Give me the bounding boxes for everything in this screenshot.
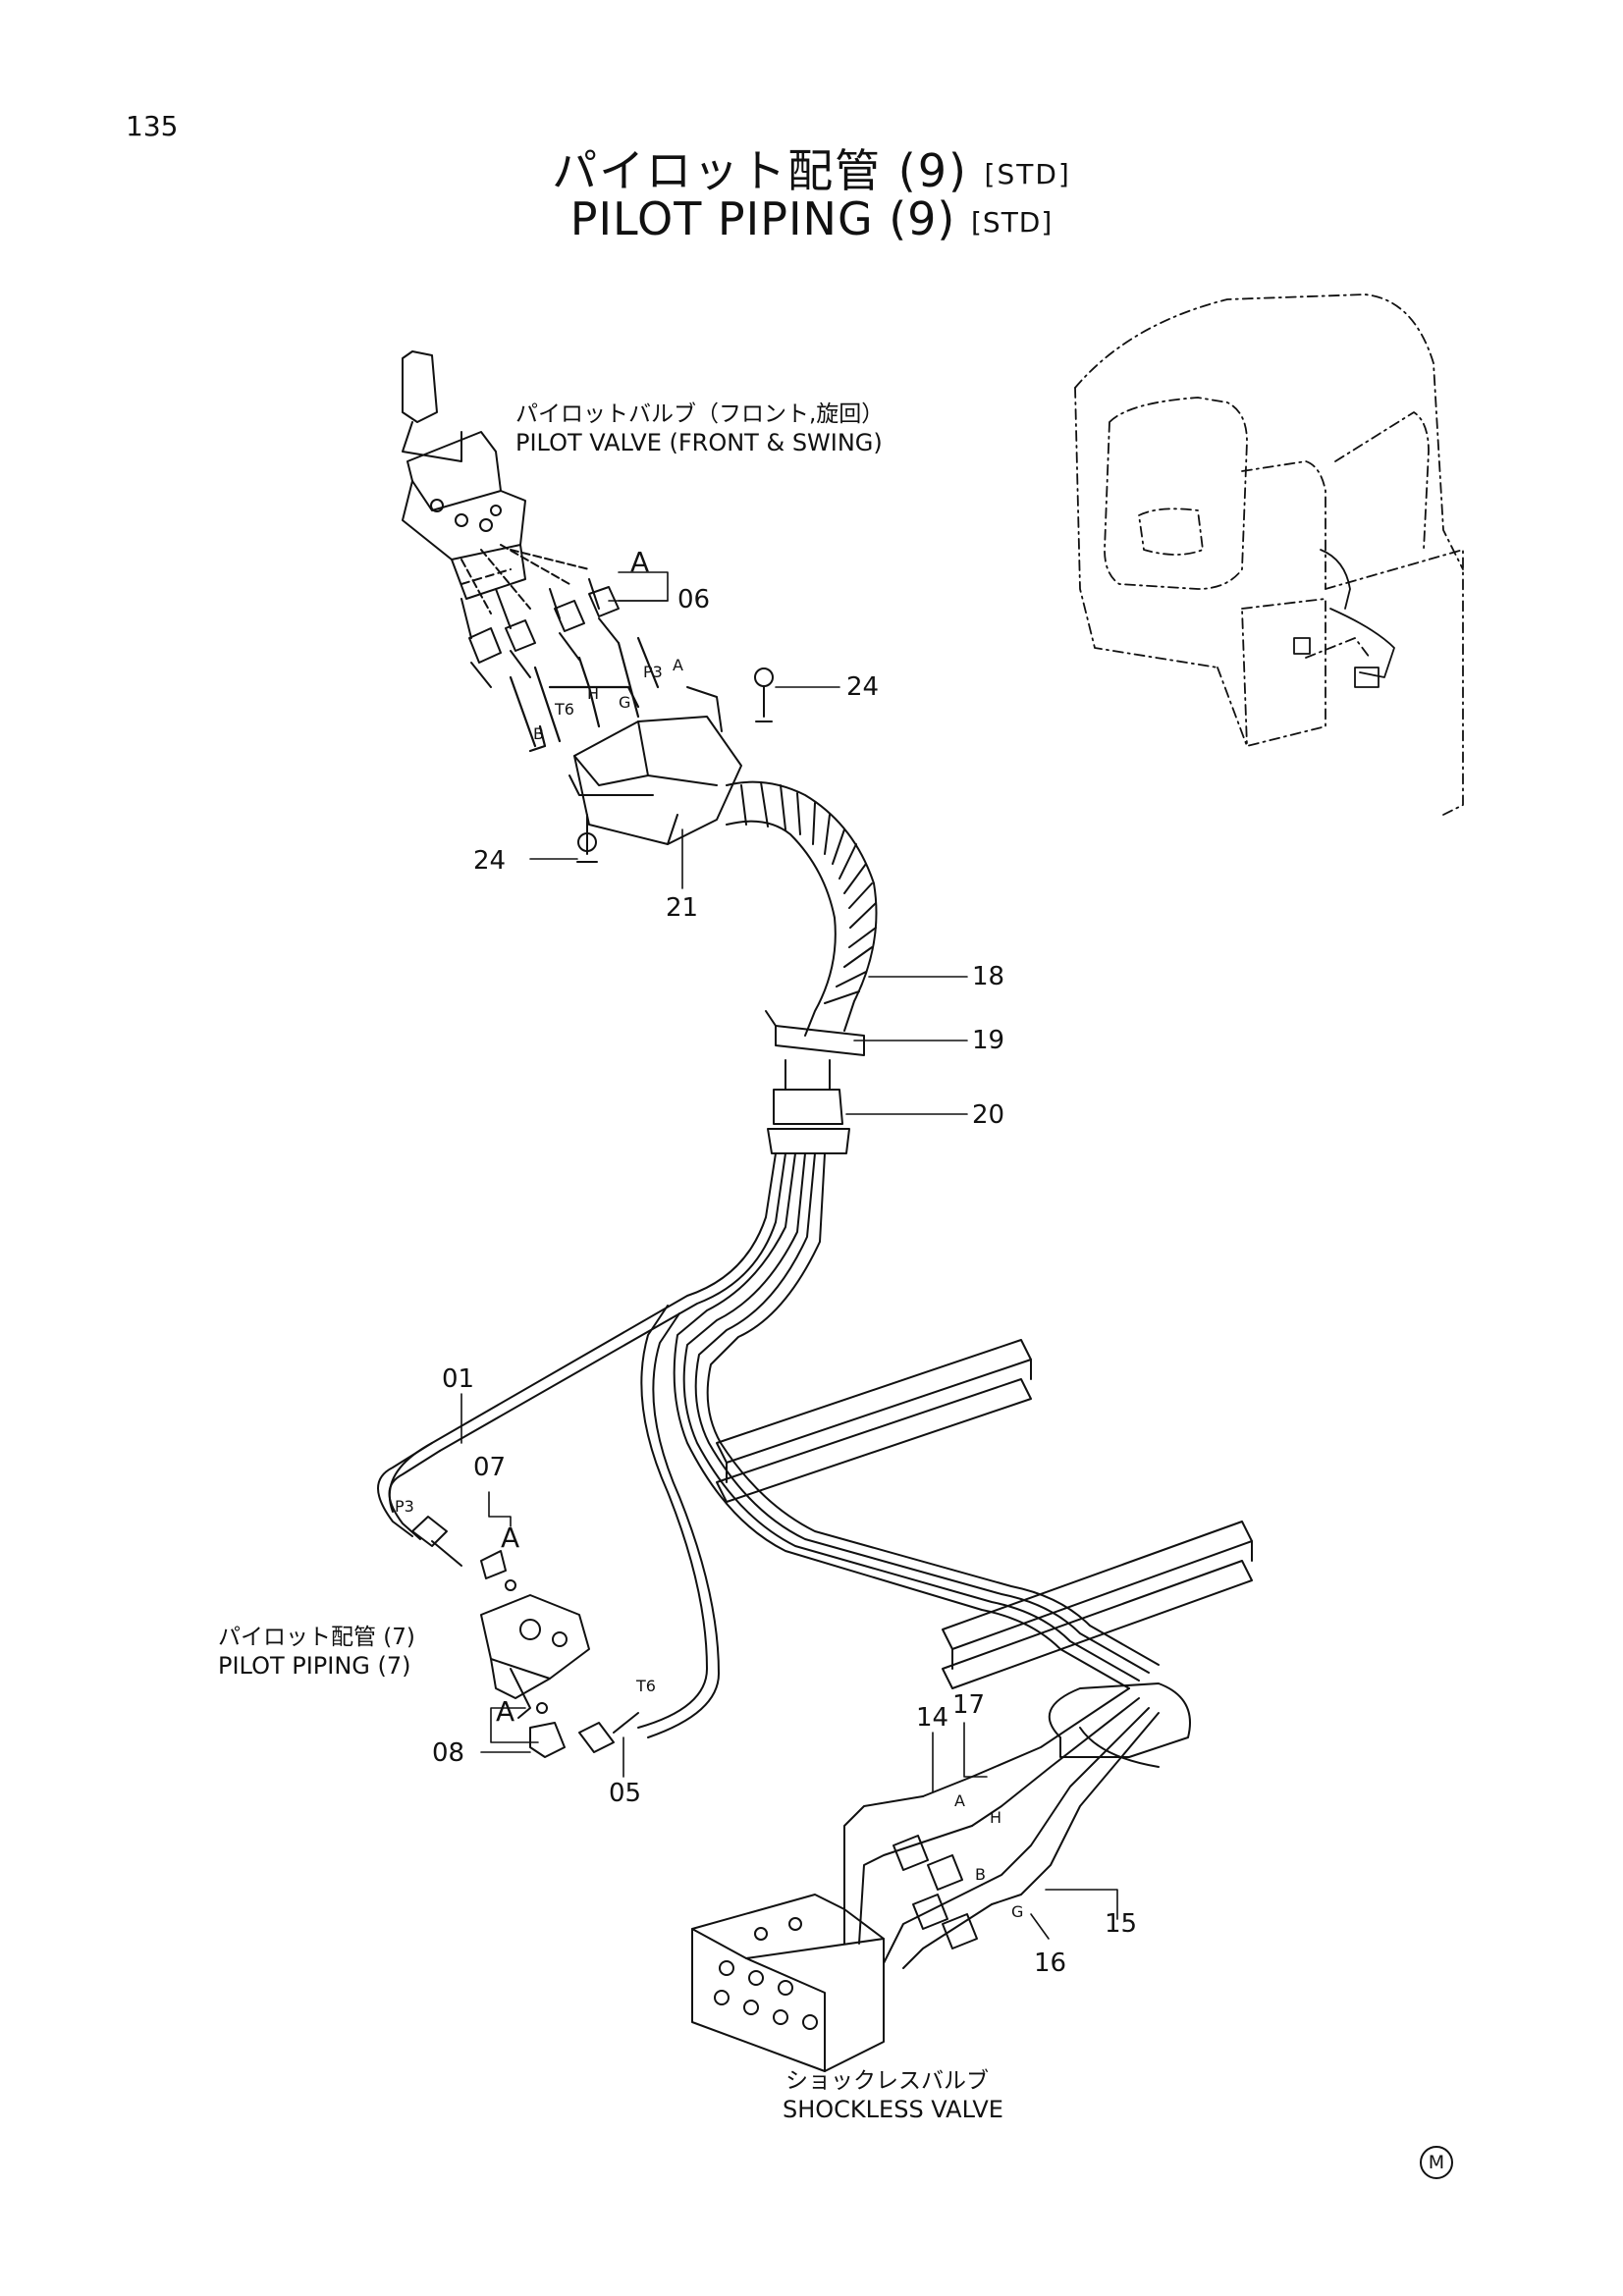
port-t6-top: T6: [555, 700, 574, 719]
pilot-valve-illustration: [402, 350, 526, 600]
pilot-piping-7-body: [480, 1594, 590, 1719]
clamp-19: [765, 1010, 865, 1056]
pilot-piping-7-label-jp: パイロット配管 (7): [218, 1625, 415, 1650]
pilot-piping-7-label-en: PILOT PIPING (7): [218, 1652, 411, 1680]
title-jp-std: [STD]: [984, 158, 1071, 190]
fitting-07: [480, 1550, 516, 1591]
bolt-24-upper: [754, 667, 774, 722]
port-b-bottom: B: [975, 1865, 986, 1884]
page-number: 135: [126, 110, 179, 142]
port-p3-top: P3: [643, 663, 663, 681]
fitting-08: [529, 1702, 566, 1758]
port-g-bottom: G: [1011, 1902, 1024, 1921]
port-p3-left: P3: [395, 1497, 414, 1516]
frame-rails: [716, 1339, 1253, 1689]
callout-16: 16: [1034, 1949, 1067, 1978]
title-en-std: [STD]: [971, 206, 1054, 239]
shockless-valve-illustration: [691, 1894, 885, 2072]
hose-bundle-main: [388, 1152, 1160, 1738]
grommet-20: [767, 1059, 850, 1154]
port-h-bottom: H: [990, 1808, 1002, 1827]
hose-bundle-upper: [509, 636, 660, 753]
callout-A-upper: A: [630, 546, 650, 578]
hose-clamp-loop: [1048, 1682, 1191, 1768]
callout-24-lower: 24: [473, 846, 507, 876]
title-jp-main: パイロット配管 (9): [552, 144, 968, 197]
callout-17: 17: [952, 1690, 986, 1720]
upper-fittings: [460, 544, 620, 688]
hose-05-end: [578, 1712, 639, 1753]
port-a-top: A: [673, 656, 683, 674]
callout-01: 01: [442, 1364, 475, 1394]
callout-07: 07: [473, 1453, 507, 1482]
callout-05: 05: [609, 1779, 642, 1808]
port-a-bottom: A: [954, 1791, 965, 1810]
callout-18: 18: [972, 962, 1005, 991]
callout-19: 19: [972, 1026, 1005, 1055]
port-t6-mid: T6: [636, 1677, 656, 1695]
cab-harness: [1293, 549, 1395, 688]
title-japanese: パイロット配管 (9) [STD]: [0, 135, 1623, 200]
shockless-valve-label-jp: ショックレスバルブ: [785, 2068, 989, 2094]
port-h-top: H: [587, 684, 600, 703]
callout-A-lower: A: [496, 1695, 515, 1728]
callout-14: 14: [916, 1703, 949, 1733]
port-g-top: G: [619, 693, 631, 712]
callout-06: 06: [677, 585, 711, 614]
port-b-top: B: [533, 724, 544, 743]
callout-20: 20: [972, 1100, 1005, 1130]
callout-A-middle: A: [501, 1522, 520, 1554]
pilot-valve-label-en: PILOT VALVE (FRONT & SWING): [515, 429, 883, 456]
bolt-24-lower: [576, 814, 598, 863]
manufacturer-mark: M: [1420, 2146, 1453, 2179]
leader-lines: [460, 571, 1118, 1940]
hose-01: [377, 1442, 462, 1567]
bracket-21: [568, 686, 742, 845]
callout-21: 21: [666, 893, 699, 923]
callout-08: 08: [432, 1738, 465, 1768]
lower-fittings: [893, 1835, 978, 1949]
title-en-main: PILOT PIPING (9): [569, 192, 956, 245]
cab-illustration: [1074, 294, 1464, 816]
shockless-valve-label-en: SHOCKLESS VALVE: [783, 2096, 1003, 2123]
title-english: PILOT PIPING (9) [STD]: [0, 192, 1623, 245]
corrugated-tube-18: [726, 780, 878, 1037]
pilot-valve-label-jp: パイロットバルブ（フロント,旋回）: [515, 401, 885, 427]
callout-15: 15: [1105, 1909, 1138, 1939]
callout-24-upper: 24: [846, 672, 880, 702]
